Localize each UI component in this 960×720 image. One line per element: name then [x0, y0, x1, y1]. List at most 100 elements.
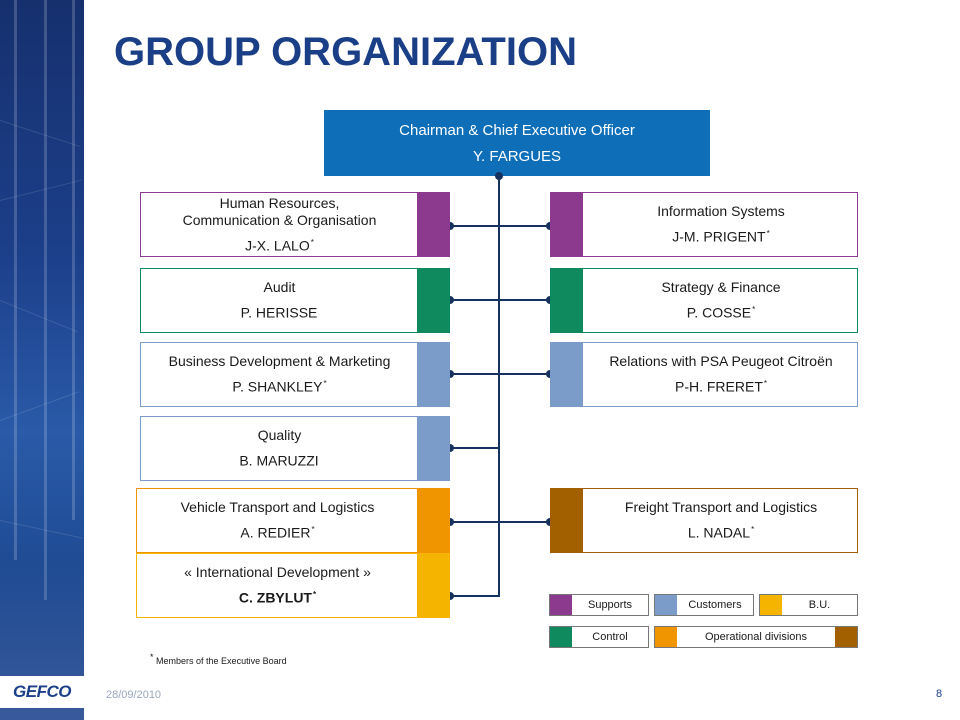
branch-line — [450, 299, 550, 301]
dept-head: J-M. PRIGENT* — [672, 225, 769, 246]
category-tab-control — [417, 269, 449, 332]
board-member-mark: * — [751, 525, 755, 535]
legend-label: Customers — [688, 599, 742, 611]
category-tab-supports — [551, 193, 583, 256]
dept-head: P. COSSE* — [687, 301, 755, 322]
dept-strategy-finance: Strategy & Finance P. COSSE* — [550, 268, 858, 333]
dept-head-name: P. COSSE — [686, 304, 752, 321]
board-member-mark: * — [763, 379, 767, 389]
category-tab-control — [551, 269, 583, 332]
dept-head-name: J-X. LALO — [245, 237, 310, 254]
dept-head: P. HERISSE — [241, 301, 319, 322]
dept-role: Business Development & Marketing — [168, 353, 391, 370]
ceo-name: Y. FARGUES — [472, 148, 562, 165]
category-tab-supports — [417, 193, 449, 256]
dept-international-development: « International Development » C. ZBYLUT* — [136, 553, 450, 618]
page-number: 8 — [936, 688, 943, 700]
legend-label: Supports — [587, 599, 633, 611]
connector-dot — [446, 296, 454, 304]
dept-head: P. SHANKLEY* — [232, 375, 326, 396]
legend-swatch — [655, 627, 677, 647]
dept-head-name: P. SHANKLEY — [232, 378, 323, 395]
connector-dot — [446, 222, 454, 230]
category-tab-customers — [417, 343, 449, 406]
legend-swatch — [550, 595, 572, 615]
dept-head: A. REDIER* — [240, 521, 314, 542]
dept-head-name: B. MARUZZI — [239, 452, 319, 469]
dept-audit: Audit P. HERISSE — [140, 268, 450, 333]
dept-quality: Quality B. MARUZZI — [140, 416, 450, 481]
dept-information-systems: Information Systems J-M. PRIGENT* — [550, 192, 858, 257]
connector-dot — [495, 172, 503, 180]
branch-line — [450, 447, 499, 449]
footer-date: 28/09/2010 — [106, 689, 162, 701]
dept-role: Relations with PSA Peugeot Citroën — [609, 353, 833, 370]
trunk-line — [498, 176, 500, 597]
dept-head-name: P. HERISSE — [240, 304, 318, 321]
branch-line — [450, 225, 550, 227]
branch-line — [450, 521, 550, 523]
legend-swatch — [550, 627, 572, 647]
branch-line — [450, 373, 550, 375]
company-logo: GEFCO — [13, 682, 71, 701]
side-banner-photo — [0, 0, 84, 720]
board-member-mark: * — [752, 305, 756, 315]
footnote: * Members of the Executive Board — [150, 652, 287, 666]
legend-control: Control — [549, 626, 649, 648]
legend-swatch — [835, 627, 857, 647]
legend-label: Operational divisions — [704, 631, 808, 643]
dept-head: B. MARUZZI — [239, 449, 319, 470]
dept-head-name: L. NADAL — [687, 524, 751, 541]
dept-head: P-H. FRERET* — [675, 375, 767, 396]
dept-head-name: C. ZBYLUT — [238, 589, 312, 606]
dept-head-name: J-M. PRIGENT — [672, 228, 766, 245]
legend-swatch — [760, 595, 782, 615]
dept-psa-relations: Relations with PSA Peugeot Citroën P-H. … — [550, 342, 858, 407]
ceo-role: Chairman & Chief Executive Officer — [399, 122, 635, 139]
connector-dot — [446, 370, 454, 378]
legend-swatch — [655, 595, 677, 615]
dept-role: « International Development » — [184, 564, 371, 581]
ceo-box: Chairman & Chief Executive Officer Y. FA… — [324, 110, 710, 176]
legend-customers: Customers — [654, 594, 754, 616]
dept-role: Vehicle Transport and Logistics — [180, 499, 375, 516]
category-tab-customers — [551, 343, 583, 406]
dept-head: C. ZBYLUT* — [239, 586, 316, 607]
legend-bu: B.U. — [759, 594, 858, 616]
board-member-mark: * — [766, 229, 770, 239]
board-member-mark: * — [311, 525, 315, 535]
board-member-mark: * — [323, 379, 327, 389]
dept-role: Human Resources, — [219, 194, 340, 211]
branch-line — [450, 595, 499, 597]
footnote-mark: * — [150, 652, 154, 662]
dept-role: Strategy & Finance — [661, 279, 781, 296]
dept-head: J-X. LALO* — [245, 234, 314, 255]
dept-business-development: Business Development & Marketing P. SHAN… — [140, 342, 450, 407]
dept-role: Information Systems — [657, 203, 785, 220]
category-tab-customers — [417, 417, 449, 480]
dept-role: Quality — [257, 427, 302, 444]
connector-dot — [446, 444, 454, 452]
connector-dot — [446, 592, 454, 600]
dept-freight-transport: Freight Transport and Logistics L. NADAL… — [550, 488, 858, 553]
board-member-mark: * — [310, 237, 314, 247]
category-tab-bu — [417, 554, 449, 617]
footnote-text: Members of the Executive Board — [156, 656, 287, 666]
connector-dot — [446, 518, 454, 526]
dept-head-name: A. REDIER — [240, 524, 311, 541]
page-title: GROUP ORGANIZATION — [114, 30, 577, 74]
legend-label: B.U. — [808, 599, 831, 611]
category-tab-operational — [417, 489, 449, 552]
legend-operational: Operational divisions — [654, 626, 858, 648]
dept-role: Freight Transport and Logistics — [624, 499, 818, 516]
dept-role: Communication & Organisation — [182, 211, 377, 228]
legend-label: Control — [592, 631, 628, 643]
legend-supports: Supports — [549, 594, 649, 616]
dept-role: Audit — [263, 279, 296, 296]
logo-band: GEFCO — [0, 676, 84, 708]
dept-head: L. NADAL* — [688, 521, 754, 542]
dept-human-resources: Human Resources, Communication & Organis… — [140, 192, 450, 257]
dept-vehicle-transport: Vehicle Transport and Logistics A. REDIE… — [136, 488, 450, 553]
dept-head-name: P-H. FRERET — [674, 378, 763, 395]
category-tab-operational — [551, 489, 583, 552]
